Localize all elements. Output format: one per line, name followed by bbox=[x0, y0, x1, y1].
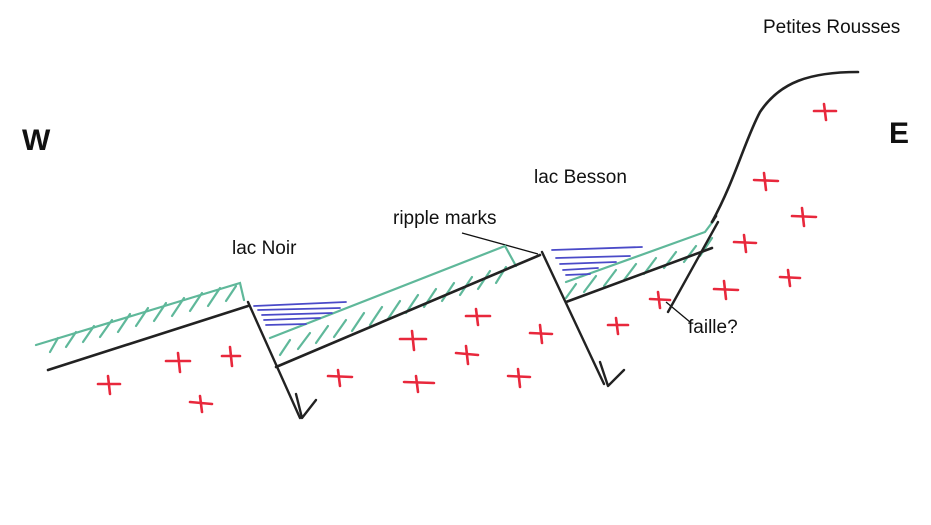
summit-label: Petites Rousses bbox=[763, 17, 900, 38]
east-label: E bbox=[889, 117, 909, 150]
ripple-leader-line bbox=[461, 232, 539, 255]
basement-cross bbox=[398, 329, 428, 352]
fault-east bbox=[666, 220, 720, 314]
sediment-layer-east bbox=[564, 218, 716, 300]
basement-cross bbox=[732, 233, 758, 254]
basement-cross bbox=[464, 307, 492, 327]
basement-cross bbox=[606, 316, 630, 336]
basement-cross bbox=[402, 374, 436, 394]
basement-cross bbox=[712, 279, 740, 301]
west-label: W bbox=[22, 124, 51, 157]
basement-cross bbox=[752, 171, 780, 192]
basement-cross bbox=[188, 394, 214, 414]
fault-leader-line bbox=[665, 301, 691, 323]
basement-cross bbox=[96, 374, 122, 396]
topographic-profile bbox=[46, 70, 860, 372]
sediment-layer-middle bbox=[268, 244, 518, 357]
basement-cross bbox=[454, 344, 480, 366]
ripple-marks-label: ripple marks bbox=[393, 208, 496, 229]
fault-label: faille? bbox=[688, 317, 738, 338]
fault-middle bbox=[540, 250, 606, 386]
lake-noir-water bbox=[253, 301, 347, 326]
basement-cross bbox=[648, 290, 672, 310]
fault-west-arrow bbox=[294, 392, 318, 420]
basement-cross bbox=[812, 102, 838, 122]
fault-lines bbox=[246, 220, 720, 420]
basement-cross bbox=[164, 351, 192, 374]
basement-cross bbox=[326, 368, 354, 388]
lake-besson-water bbox=[551, 246, 643, 276]
lake-noir-label: lac Noir bbox=[232, 238, 297, 259]
fault-west bbox=[246, 300, 302, 420]
basement-cross bbox=[778, 268, 802, 288]
lake-besson-label: lac Besson bbox=[534, 167, 627, 188]
basement-cross bbox=[528, 323, 554, 345]
basement-cross bbox=[506, 367, 532, 389]
basement-cross bbox=[790, 206, 818, 228]
basement-crosses bbox=[96, 102, 838, 414]
basement-cross bbox=[220, 345, 242, 368]
sediment-layer-west bbox=[34, 281, 246, 354]
fault-middle-arrow bbox=[598, 360, 626, 388]
